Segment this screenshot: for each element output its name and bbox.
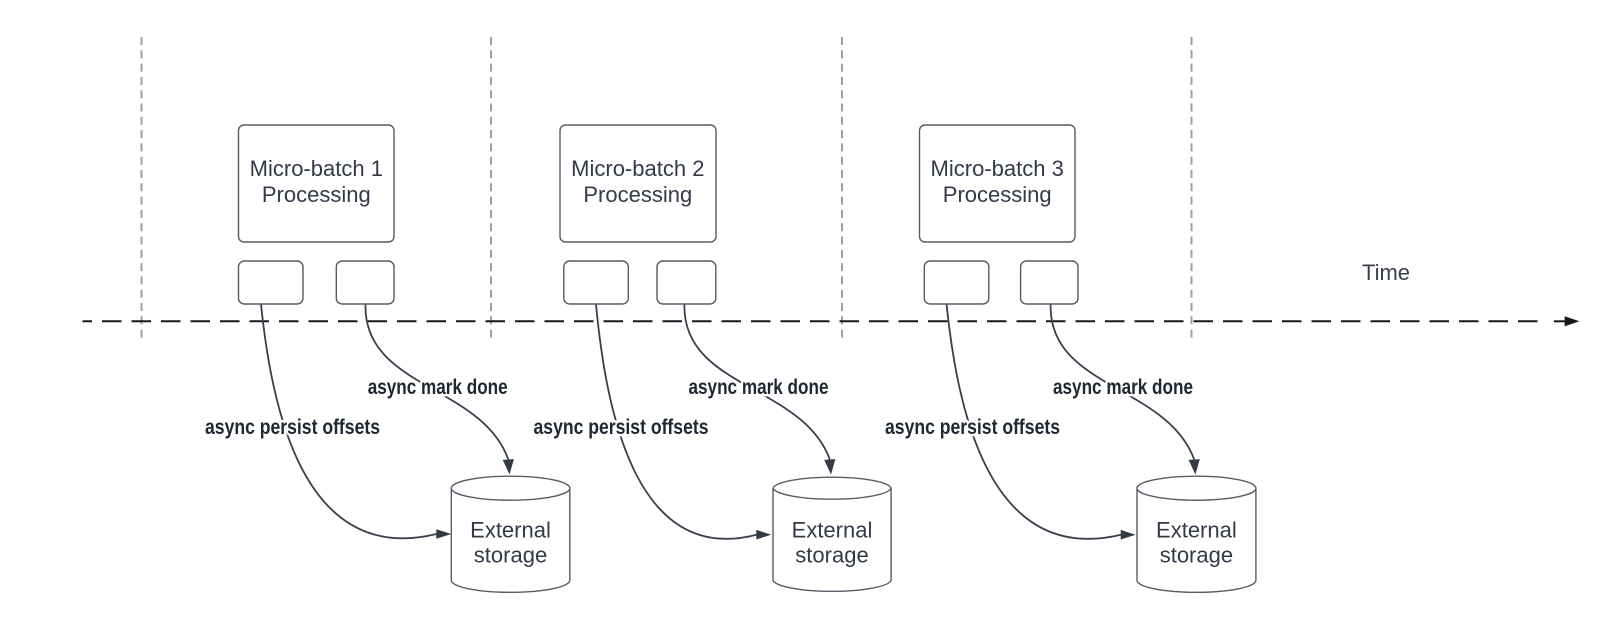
svg-text:External: External (470, 517, 551, 542)
svg-text:storage: storage (474, 543, 547, 568)
svg-text:Processing: Processing (943, 182, 1052, 207)
svg-text:async persist offsets: async persist offsets (205, 416, 380, 439)
svg-text:async persist offsets: async persist offsets (885, 416, 1060, 439)
svg-text:External: External (1156, 517, 1237, 542)
svg-text:Processing: Processing (583, 182, 692, 207)
svg-text:async mark done: async mark done (689, 376, 829, 399)
svg-text:async mark done: async mark done (1053, 376, 1193, 399)
svg-text:Time: Time (1362, 260, 1410, 285)
svg-text:External: External (792, 517, 873, 542)
svg-text:Micro-batch 2: Micro-batch 2 (571, 156, 704, 181)
svg-text:Processing: Processing (262, 182, 371, 207)
svg-text:async persist offsets: async persist offsets (534, 416, 709, 439)
svg-text:Micro-batch 1: Micro-batch 1 (250, 156, 383, 181)
svg-text:storage: storage (1160, 543, 1233, 568)
svg-text:async mark done: async mark done (368, 376, 508, 399)
svg-text:Micro-batch 3: Micro-batch 3 (931, 156, 1064, 181)
svg-text:storage: storage (795, 543, 868, 568)
